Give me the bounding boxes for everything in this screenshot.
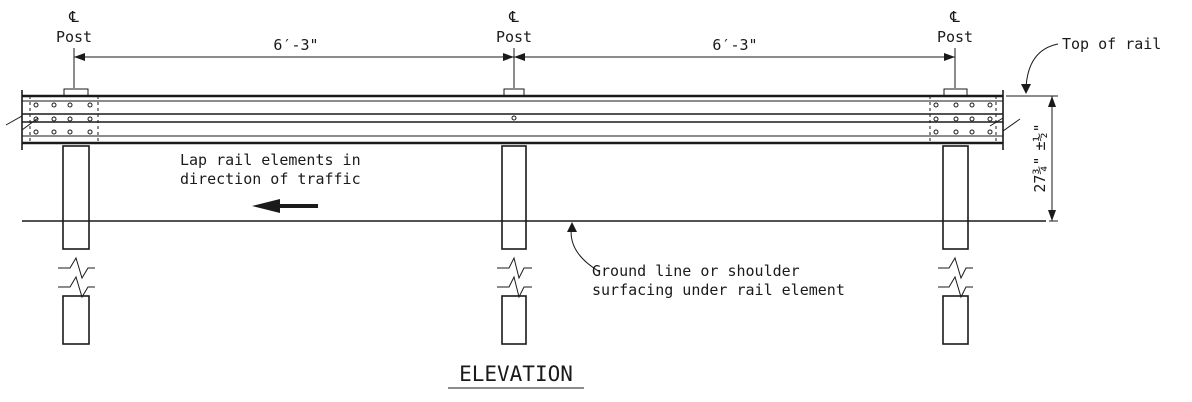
post-left [62,88,90,345]
post-label: Post [56,28,92,46]
lap-note-line-1: Lap rail elements in [180,151,361,169]
centerline-symbol: ℄ [68,8,79,26]
rail-height-label: 27¾" ±½" [1031,123,1049,192]
rail-height-main: 27¾" [1031,156,1049,192]
centerline-symbol: ℄ [949,8,960,26]
lap-note: Lap rail elements in direction of traffi… [180,151,361,188]
spacing-label-right: 6′-3" [712,36,757,54]
w-beam-rail [5,90,1021,150]
post-label-right: ℄ Post [937,8,973,46]
ground-note-line-2: surfacing under rail element [592,281,845,299]
post-label-left: ℄ Post [56,8,92,46]
post-label: Post [937,28,973,46]
top-of-rail-note: Top of rail [1021,35,1161,94]
arrowhead [944,53,955,61]
post-label: Post [496,28,532,46]
post-middle [501,88,527,345]
centerline-leaders [73,48,956,88]
arrowhead [514,53,525,61]
post-right [942,88,969,345]
lap-note-line-2: direction of traffic [180,170,361,188]
post-label-middle: ℄ Post [496,8,532,46]
traffic-direction-arrow [252,199,318,213]
rail-height-dimension: 27¾" ±½" [1006,95,1058,222]
title-text: ELEVATION [459,362,573,386]
ground-note: Ground line or shoulder surfacing under … [567,222,845,299]
spacing-label-left: 6′-3" [273,36,318,54]
ground-note-line-1: Ground line or shoulder [592,262,800,280]
arrowhead [503,53,514,61]
drawing-title: ELEVATION [448,362,584,389]
centerline-symbol: ℄ [508,8,519,26]
arrowhead [74,53,85,61]
break-lines [58,256,973,299]
rail-bolts [33,102,993,135]
post-spacing-dimension: 6′-3" 6′-3" [74,36,955,61]
top-of-rail-label: Top of rail [1062,35,1161,53]
rail-height-tolerance: ±½" [1031,123,1049,150]
